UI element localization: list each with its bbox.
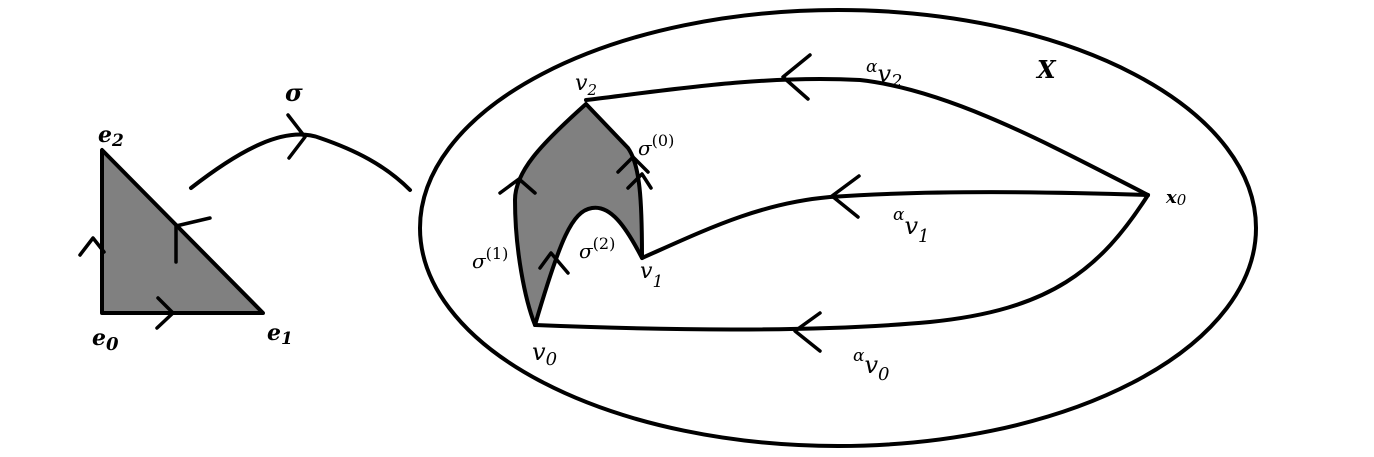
label-e1: e1: [267, 320, 293, 349]
arrow-face2: [538, 251, 570, 275]
map-sigma: σ: [189, 78, 412, 192]
map-arrow-curve: [189, 132, 412, 192]
standard-simplex: e2 e0 e1: [78, 122, 293, 355]
arrow-face0-upper: [616, 155, 650, 174]
space-ellipse: [418, 8, 1258, 448]
label-alpha-v1: αv1: [893, 205, 930, 247]
label-face2: σ(2): [579, 234, 615, 263]
arrow-alpha-v1: [830, 174, 861, 219]
label-face1: σ(1): [472, 244, 508, 273]
label-sigma: σ: [285, 78, 303, 107]
label-v2: v2: [575, 71, 597, 99]
label-alpha-v0: αv0: [853, 346, 890, 385]
label-v1: v1: [640, 259, 663, 292]
label-x: X: [1035, 55, 1057, 84]
arrow-edge-e1e2: [174, 216, 212, 264]
arrow-face1: [498, 177, 537, 195]
label-v0: v0: [532, 338, 557, 370]
arrow-alpha-v0: [793, 311, 822, 353]
simplex-triangle: [100, 148, 265, 315]
label-alpha-v2: αv2: [866, 57, 903, 92]
label-e0: e0: [92, 325, 119, 355]
arrow-edge-e0e2: [78, 236, 106, 257]
arrow-edge-e0e1: [155, 296, 175, 330]
path-alpha-v2: [584, 77, 1150, 197]
singular-simplex-image: [513, 102, 644, 327]
path-alpha-v1: [640, 190, 1150, 260]
space-x: X v2 v1 v0 x0 σ(0) σ(1) σ(2) αv2 αv1 αv0: [418, 8, 1258, 448]
label-e2: e2: [98, 122, 124, 151]
arrow-alpha-v2: [781, 53, 812, 101]
path-alpha-v0: [533, 193, 1150, 332]
map-arrow-head: [286, 113, 307, 160]
label-face0: σ(0): [638, 131, 674, 160]
label-x0: x0: [1165, 187, 1187, 209]
arrow-face0-lower: [626, 172, 653, 190]
